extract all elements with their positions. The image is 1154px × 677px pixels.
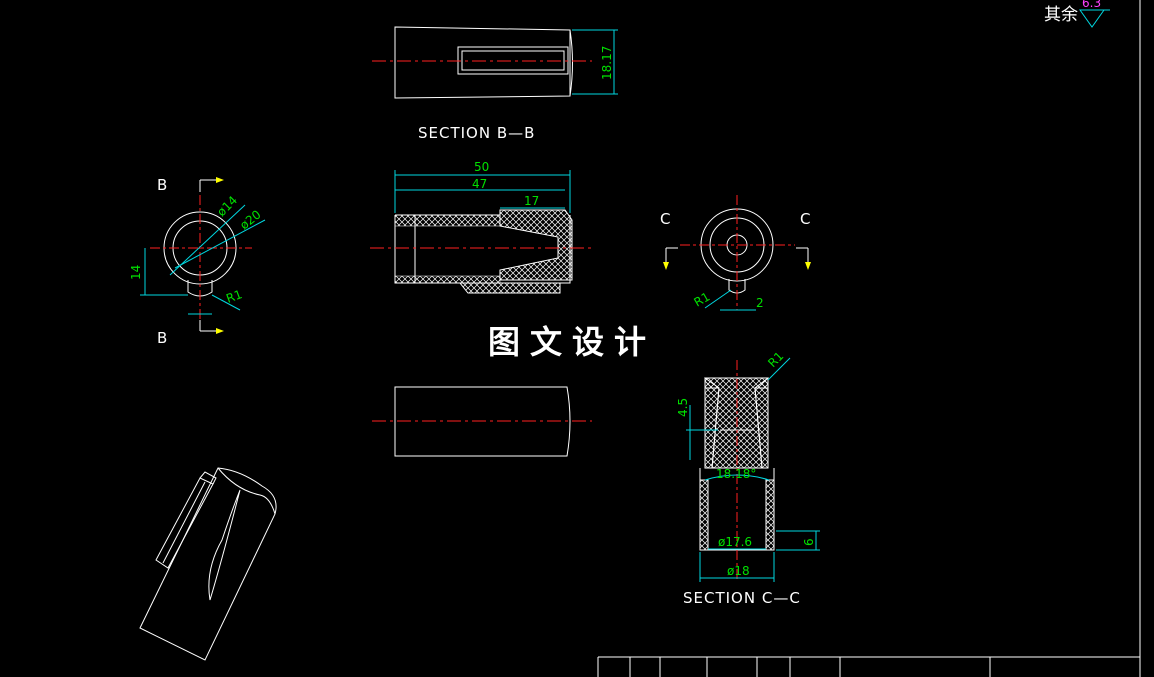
dim-17-text: 17: [524, 194, 539, 208]
dim-17: 17: [500, 194, 565, 209]
dim-r1-section: R1: [765, 349, 786, 370]
bottom-side-view: [372, 386, 592, 457]
dim-50-text: 50: [474, 160, 489, 174]
letter-b-bottom: B: [157, 329, 168, 347]
roughness-symbol: [1079, 9, 1110, 28]
dim-47: 47: [395, 177, 565, 191]
letter-b-top: B: [157, 176, 168, 194]
dim-dia18: ø18: [727, 564, 750, 578]
dim-6: 6: [802, 538, 816, 546]
section-cc-label: SECTION C—C: [683, 589, 801, 607]
dim-50: 50: [394, 160, 571, 213]
surface-note-text: 其余: [1044, 5, 1078, 25]
isometric-view: [139, 467, 277, 661]
dim-18-17: 18.17: [572, 29, 618, 95]
letter-c-left: C: [660, 210, 671, 228]
dim-14: 14: [129, 265, 143, 280]
dim-dia20: ø20: [237, 207, 263, 232]
front-view-b: B B ø14 ø20 14 R1: [129, 176, 266, 347]
dim-dia14: ø14: [214, 193, 240, 219]
dim-4-5: 4.5: [676, 398, 690, 417]
roughness-value: 6.3: [1082, 0, 1101, 10]
main-section-view: 50 47 17: [370, 160, 592, 294]
dim-47-text: 47: [472, 177, 487, 191]
dim-r1-front: R1: [224, 287, 244, 306]
dim-18-17-text: 18.17: [600, 46, 614, 80]
section-bb-view: 18.17: [372, 26, 618, 99]
section-bb-label: SECTION B—B: [418, 124, 535, 142]
surface-roughness-note: 其余 6.3: [1044, 0, 1110, 28]
dim-angle-18: 18.18°: [716, 467, 756, 481]
watermark-text: 图文设计: [488, 323, 656, 361]
front-view-c: C C R1 2: [660, 195, 811, 311]
dim-r1-right: R1: [692, 289, 713, 309]
section-cc-view: 18.18° 4.5 R1 ø17.6 ø18 6: [676, 349, 820, 582]
drawing-frame: [597, 0, 1141, 677]
dim-2: 2: [756, 296, 764, 310]
dim-dia17-6: ø17.6: [718, 535, 752, 549]
letter-c-right: C: [800, 210, 811, 228]
